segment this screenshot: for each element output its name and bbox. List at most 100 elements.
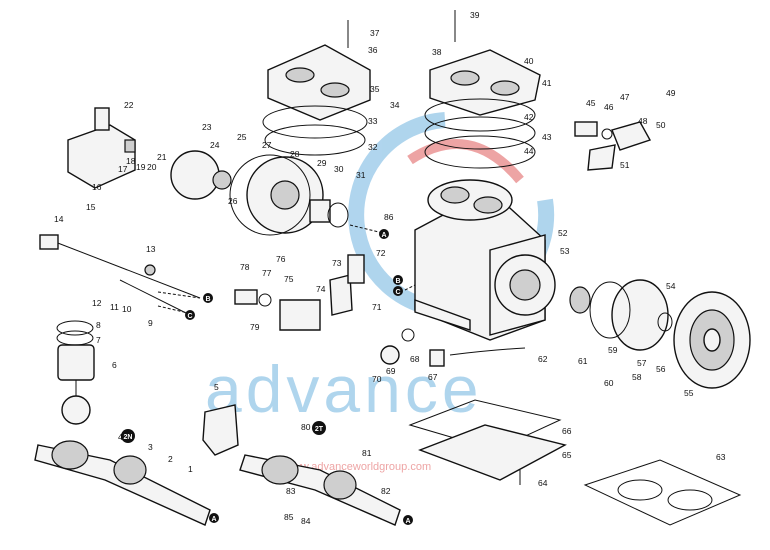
part-label-74: 74 <box>316 284 326 294</box>
watermark-arc-red <box>407 139 524 184</box>
spring-rod <box>119 279 191 316</box>
marker-dot <box>403 515 413 525</box>
service-valve-assembly <box>574 121 652 171</box>
plug-fitting <box>574 121 598 137</box>
valve-plate-left <box>262 105 368 139</box>
head-port-a <box>285 67 315 83</box>
crank-web-a <box>51 440 89 470</box>
badge-circle <box>121 429 135 443</box>
crankcase-base <box>414 299 471 331</box>
marker-a-1: A <box>209 513 219 523</box>
part-label-43: 43 <box>542 132 552 142</box>
part-label-56: 56 <box>656 364 666 374</box>
pulley-hub <box>703 328 721 352</box>
part-label-35: 35 <box>370 84 380 94</box>
plate-73 <box>329 274 353 316</box>
marker-dot <box>393 275 403 285</box>
oil-line <box>380 328 526 367</box>
badge-text: 2T <box>315 426 324 433</box>
head-cover-right <box>429 49 541 116</box>
part-label-12: 12 <box>92 298 102 308</box>
marker-dot <box>203 293 213 303</box>
part-label-11: 11 <box>110 302 119 312</box>
gear-75 <box>279 299 321 331</box>
part-label-73: 73 <box>332 258 342 268</box>
part-label-52: 52 <box>558 228 568 238</box>
part-label-61: 61 <box>578 356 588 366</box>
flange-gasket <box>587 144 616 171</box>
part-label-84: 84 <box>301 516 311 526</box>
leader-c <box>157 305 189 314</box>
part-label-13: 13 <box>146 244 156 254</box>
part-label-44: 44 <box>524 146 534 156</box>
part-label-27: 27 <box>262 140 272 150</box>
spring-72 <box>347 254 365 284</box>
gasket-right-b <box>424 135 536 169</box>
part-label-10: 10 <box>122 304 132 314</box>
part-label-14: 14 <box>54 214 64 224</box>
marker-b-4: B <box>393 275 403 285</box>
piston-ring-b <box>56 330 94 346</box>
leader-b <box>157 291 201 299</box>
part-label-72: 72 <box>376 248 386 258</box>
oil-pump-shaft <box>39 234 201 316</box>
part-label-8: 8 <box>96 320 101 330</box>
part-label-4: 4 <box>118 432 123 442</box>
gasket-set <box>583 459 742 526</box>
shaft-seal-ring <box>657 312 673 332</box>
part-label-1: 1 <box>188 464 193 474</box>
marker-dot <box>185 310 195 320</box>
part-label-66: 66 <box>562 426 572 436</box>
fitting-67 <box>429 349 445 367</box>
part-label-70: 70 <box>372 374 382 384</box>
pulley-assembly <box>569 279 751 389</box>
marker-a-0: A <box>379 229 389 239</box>
gasket-set-ring-a <box>617 479 663 501</box>
rod-collar <box>144 264 156 276</box>
part-label-19: 19 <box>136 162 146 172</box>
piston <box>57 344 95 381</box>
oring-68 <box>401 328 415 342</box>
crankcase-bore <box>509 269 541 301</box>
part-label-62: 62 <box>538 354 548 364</box>
leader-bc-right <box>404 284 416 291</box>
part-label-25: 25 <box>237 132 247 142</box>
valve-stem <box>94 107 110 131</box>
part-label-69: 69 <box>386 366 396 376</box>
cylinder-bore-a <box>440 186 470 204</box>
oil-tube <box>449 347 526 356</box>
part-label-58: 58 <box>632 372 642 382</box>
part-label-40: 40 <box>524 56 534 66</box>
marker-b-3: B <box>203 293 213 303</box>
badge-text: 2N <box>124 434 133 441</box>
leader-a-top <box>349 224 384 234</box>
part-label-48: 48 <box>638 116 648 126</box>
valve-nut <box>124 139 136 153</box>
rod-end <box>39 234 59 250</box>
rear-bearing <box>569 286 591 314</box>
part-label-78: 78 <box>240 262 250 272</box>
part-label-75: 75 <box>284 274 294 284</box>
part-label-49: 49 <box>666 88 676 98</box>
head-port-b <box>320 82 350 98</box>
marker-letter: B <box>205 296 210 303</box>
head-cover-left <box>267 44 371 121</box>
part-label-86: 86 <box>384 212 394 222</box>
crankshaft-right <box>202 404 401 526</box>
gasket-right-a <box>424 116 536 150</box>
part-label-38: 38 <box>432 47 442 57</box>
part-label-30: 30 <box>334 164 344 174</box>
piston-ring-a <box>56 320 94 336</box>
leader-lines <box>157 224 416 314</box>
badge-2n: 2N <box>121 429 135 443</box>
marker-dot <box>209 513 219 523</box>
oil-pan <box>408 399 567 485</box>
badge-2t: 2T <box>312 421 326 435</box>
part-label-67: 67 <box>428 372 438 382</box>
part-label-17: 17 <box>118 164 128 174</box>
part-label-32: 32 <box>368 142 378 152</box>
valve-plate-right <box>424 98 536 132</box>
crank-web-d <box>323 470 357 500</box>
